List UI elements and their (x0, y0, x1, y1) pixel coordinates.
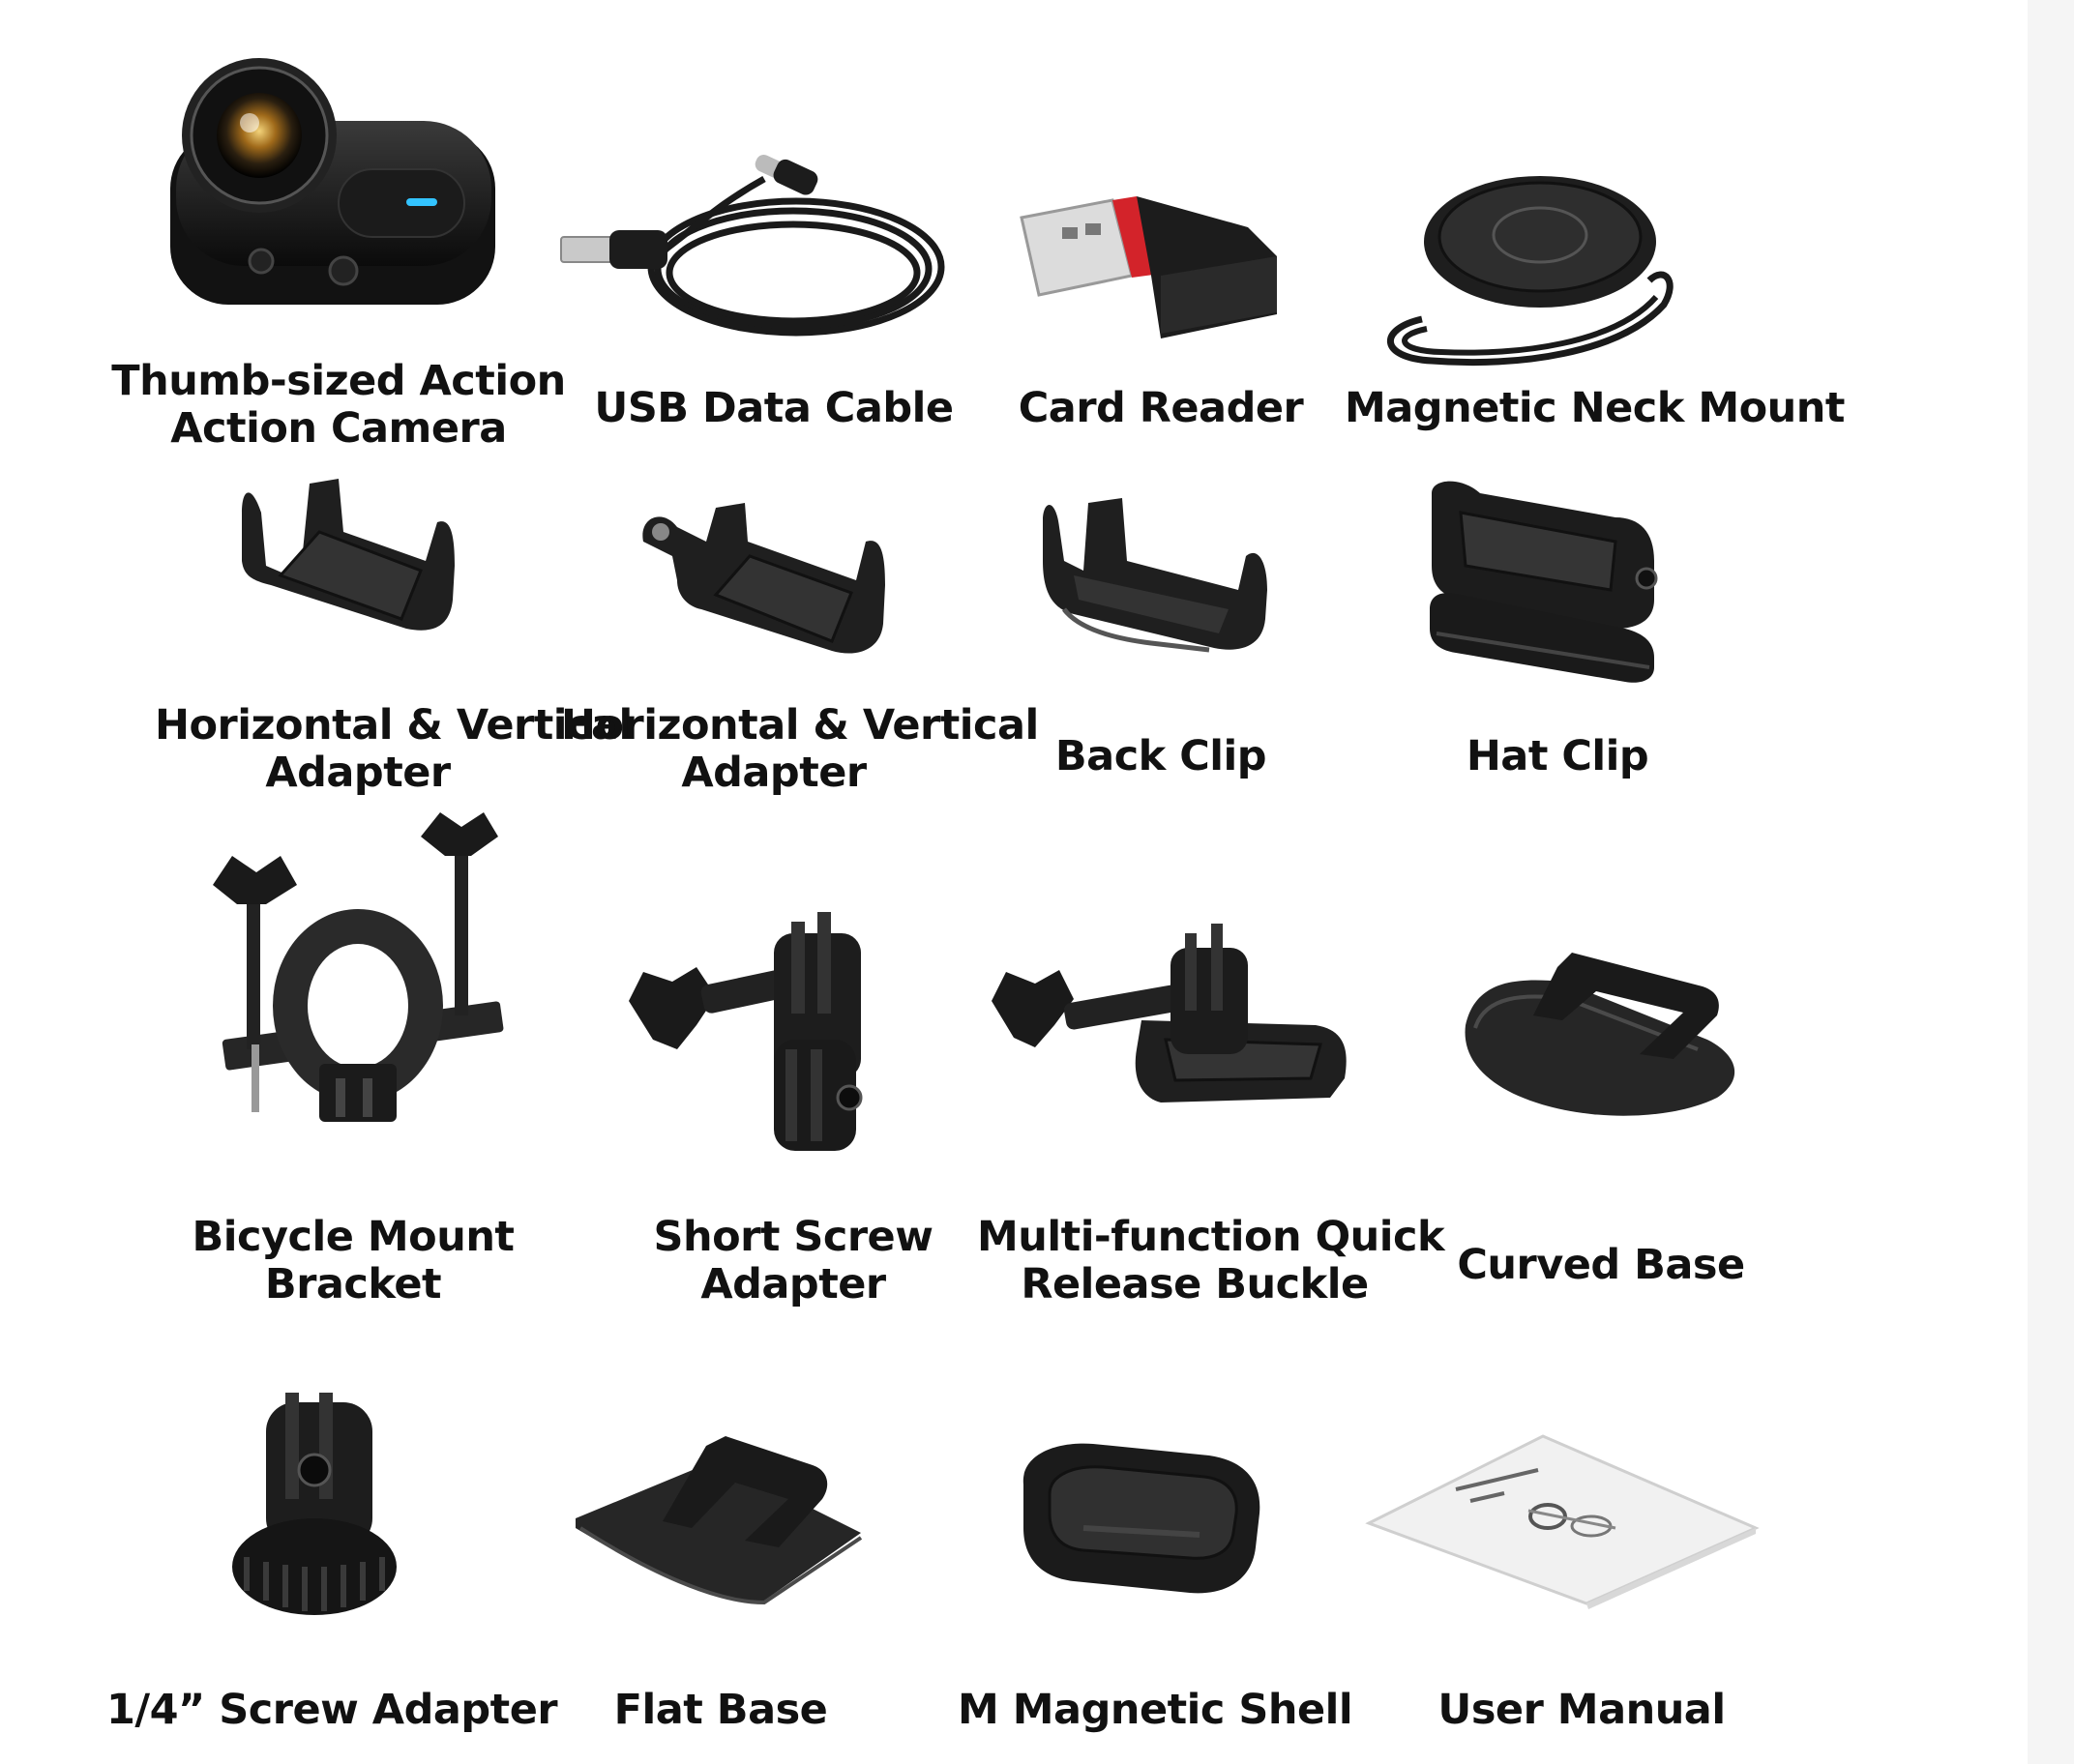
item-label: Bicycle Mount Bracket (155, 1214, 551, 1308)
card-reader-icon (1020, 196, 1277, 338)
item-label: Hat Clip (1403, 733, 1712, 780)
label-line: Multi-function Quick (977, 1213, 1445, 1261)
label-line: M Magnetic Shell (958, 1686, 1353, 1734)
horizontal-vertical-adapter-arm-icon (642, 503, 885, 654)
label-line: Adapter (700, 1260, 886, 1308)
label-line: Back Clip (1054, 732, 1267, 780)
label-line: User Manual (1437, 1686, 1726, 1734)
item-label: M Magnetic Shell (958, 1686, 1353, 1734)
label-line: Bracket (264, 1260, 442, 1308)
right-edge-strip (2028, 0, 2074, 1764)
label-line: Action Camera (170, 404, 507, 453)
item-label: Horizontal & Vertical Adapter (155, 701, 633, 797)
curved-base-icon (1465, 953, 1735, 1116)
item-label: User Manual (1412, 1687, 1751, 1734)
label-line: Bicycle Mount (192, 1213, 515, 1261)
item-label: Flat Base (551, 1687, 890, 1734)
label-line: Short Screw (653, 1213, 933, 1261)
label-line: Adapter (265, 749, 451, 797)
usb-cable-icon (560, 155, 945, 337)
action-camera-icon (170, 58, 495, 305)
hat-clip-icon (1430, 481, 1658, 683)
quarter-inch-screw-adapter-icon (232, 1393, 397, 1615)
back-clip-icon (1043, 498, 1267, 653)
item-label: Short Screw Adapter (600, 1214, 987, 1308)
bicycle-mount-icon (213, 812, 504, 1122)
label-line: Card Reader (1018, 384, 1304, 432)
label-line: Horizontal & Vertical (155, 701, 633, 750)
label-line: Thumb-sized Action (111, 357, 566, 405)
label-line: 1/4” Screw Adapter (106, 1686, 558, 1734)
label-line: Magnetic Neck Mount (1345, 384, 1845, 432)
flat-base-icon (576, 1436, 863, 1605)
item-label: Card Reader (996, 385, 1325, 432)
horizontal-vertical-adapter-icon (242, 479, 455, 631)
item-label: Curved Base (1441, 1242, 1761, 1289)
label-line: Curved Base (1457, 1241, 1745, 1289)
label-line: Horizontal & Vertical (561, 701, 1039, 750)
item-label: Magnetic Neck Mount (1345, 384, 1845, 432)
item-label: USB Data Cable (561, 385, 987, 432)
item-label: Thumb-sized Action Action Camera (97, 358, 580, 453)
user-manual-icon (1365, 1434, 1760, 1609)
label-line: USB Data Cable (594, 384, 954, 432)
item-label: Horizontal & Vertical Adapter (561, 701, 1039, 797)
label-line: Flat Base (613, 1686, 828, 1734)
item-label: 1/4” Screw Adapter (106, 1686, 558, 1734)
item-label: Multi-function Quick Release Buckle (977, 1213, 1445, 1308)
label-line: Hat Clip (1466, 732, 1649, 780)
label-line: Adapter (681, 749, 867, 797)
quick-release-buckle-icon (992, 924, 1347, 1102)
magnetic-shell-icon (1022, 1443, 1260, 1594)
item-label: Back Clip (1016, 733, 1306, 780)
label-line: Release Buckle (1021, 1260, 1369, 1308)
magnetic-neck-mount-icon (1387, 176, 1674, 367)
short-screw-adapter-icon (629, 912, 863, 1151)
